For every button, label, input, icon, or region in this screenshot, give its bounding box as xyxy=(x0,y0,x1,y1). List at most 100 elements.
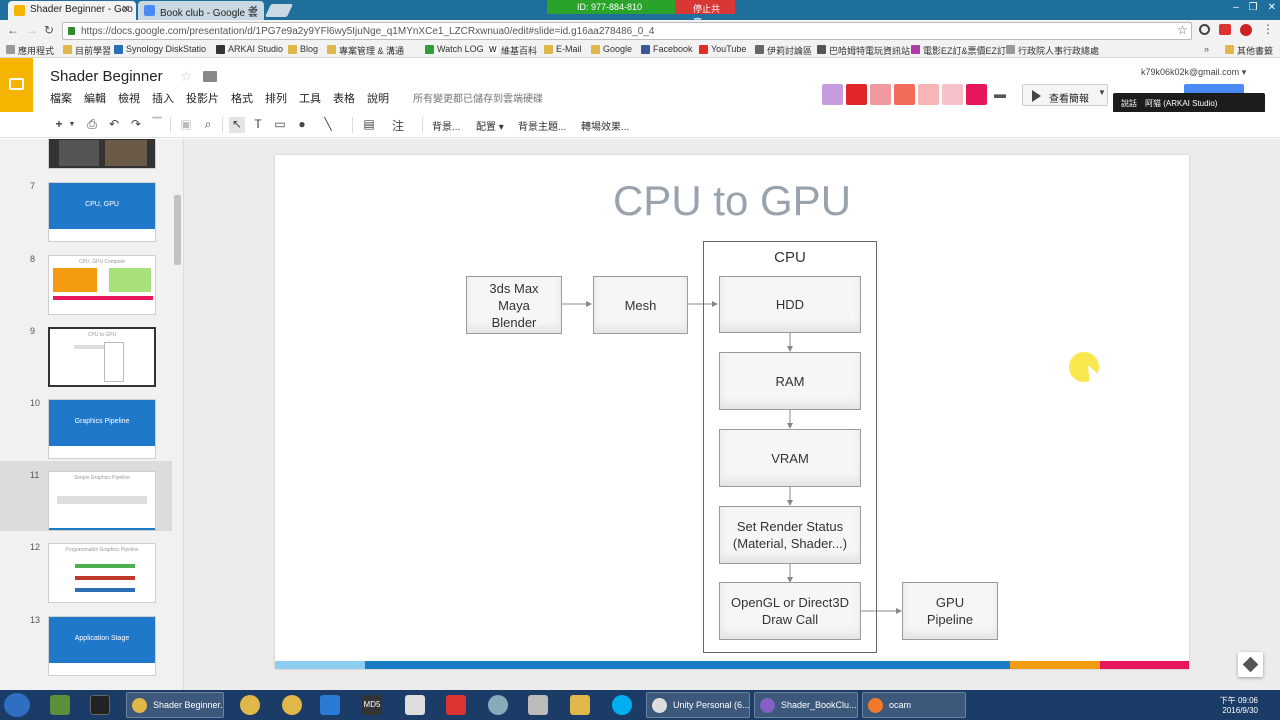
md5-icon[interactable]: MD5 xyxy=(362,695,382,715)
chrome-menu-icon[interactable]: ⋮ xyxy=(1262,22,1274,36)
windows-start-icon[interactable] xyxy=(4,693,30,717)
bookmark-item[interactable]: Synology DiskStatio xyxy=(114,44,206,54)
chevron-down-icon[interactable]: ▼ xyxy=(1098,88,1106,97)
slide-thumbnail[interactable]: Application Stage xyxy=(48,616,156,676)
tab-shader-beginner[interactable]: Shader Beginner - Goo ✕ xyxy=(8,1,136,20)
slide-canvas[interactable]: CPU to GPU CPU 3ds Max Maya Blender Mesh… xyxy=(275,155,1189,669)
document-title[interactable]: Shader Beginner xyxy=(50,68,163,85)
url-input[interactable]: https://docs.google.com/presentation/d/1… xyxy=(62,22,1192,40)
node-vram[interactable]: VRAM xyxy=(719,429,861,487)
taskbar-app-unity[interactable]: Unity Personal (6... xyxy=(646,692,750,718)
bird-icon[interactable] xyxy=(870,84,891,105)
bookmark-item[interactable]: 目前學習 xyxy=(63,44,111,57)
menu-help[interactable]: 說明 xyxy=(367,93,389,105)
node-draw-call[interactable]: OpenGL or Direct3D Draw Call xyxy=(719,582,861,640)
bookmark-item[interactable]: YouTube xyxy=(699,44,746,54)
zoom-fit-icon[interactable]: ▣ xyxy=(180,117,192,131)
reload-icon[interactable]: ↻ xyxy=(44,23,55,37)
bookmark-item[interactable]: Blog xyxy=(288,44,318,54)
skype-icon[interactable] xyxy=(612,695,632,715)
menu-view[interactable]: 檢視 xyxy=(118,93,140,105)
folder-icon[interactable] xyxy=(570,695,590,715)
taskbar-app-chrome[interactable]: Shader Beginner... xyxy=(126,692,224,718)
menu-format[interactable]: 格式 xyxy=(231,93,253,105)
slide-thumbnail[interactable]: Simple Graphics Pipeline xyxy=(48,471,156,531)
new-tab-button[interactable] xyxy=(264,4,294,17)
bookmark-item[interactable]: Google xyxy=(591,44,632,54)
undo-icon[interactable]: ↶ xyxy=(108,117,120,131)
extension-icon[interactable] xyxy=(1199,24,1210,35)
slides-logo[interactable] xyxy=(0,58,33,112)
folder-icon[interactable] xyxy=(203,71,217,82)
line-icon[interactable]: ╲ xyxy=(324,117,332,131)
bookmark-item[interactable]: 應用程式 xyxy=(6,44,54,57)
menu-arrange[interactable]: 排列 xyxy=(265,93,287,105)
unicorn-icon[interactable] xyxy=(822,84,843,105)
menu-table[interactable]: 表格 xyxy=(333,93,355,105)
background-button[interactable]: 背景... xyxy=(432,122,461,133)
menu-insert[interactable]: 插入 xyxy=(152,93,174,105)
close-window-icon[interactable]: ✕ xyxy=(1267,2,1276,13)
present-button[interactable]: 查看簡報 xyxy=(1022,84,1108,106)
print-icon[interactable]: ⎙ xyxy=(87,117,97,131)
notepad-icon[interactable] xyxy=(405,695,425,715)
layout-button[interactable]: 配置 ▾ xyxy=(476,122,504,133)
comment-icon[interactable]: ▤ xyxy=(363,117,375,131)
back-arrow-icon[interactable]: ← xyxy=(7,23,19,37)
node-mesh[interactable]: Mesh xyxy=(593,276,688,334)
bookmark-item[interactable]: 伊莉討論區 xyxy=(755,44,812,57)
bookmark-item[interactable]: Watch LOG xyxy=(425,44,484,54)
bookmark-item[interactable]: 巴哈姆特電玩資訊站 xyxy=(817,44,910,57)
redo-icon[interactable]: ↷ xyxy=(130,117,142,131)
paint-format-icon[interactable]: ▔ xyxy=(152,117,162,131)
cpu-label[interactable]: CPU xyxy=(774,249,806,266)
app-red-icon[interactable] xyxy=(446,695,466,715)
bookmark-item[interactable]: 電影EZ訂&票價EZ訂 xyxy=(911,44,1006,57)
shape-icon[interactable]: ● xyxy=(298,117,306,131)
menu-edit[interactable]: 編輯 xyxy=(84,93,106,105)
bookmark-item[interactable]: ARKAI Studio xyxy=(216,44,283,54)
slide-thumbnail[interactable] xyxy=(48,139,156,169)
system-clock[interactable]: 下午 09:06 2016/9/30 xyxy=(1219,696,1258,715)
plane-icon[interactable] xyxy=(942,84,963,105)
chevron-down-icon[interactable]: ▼ xyxy=(68,121,76,128)
terminal-icon[interactable] xyxy=(90,695,110,715)
text-box-icon[interactable]: T xyxy=(254,117,262,131)
filmstrip-scrollbar[interactable] xyxy=(174,195,181,265)
select-tool-icon[interactable]: ↖ xyxy=(229,117,245,133)
slide-title[interactable]: CPU to GPU xyxy=(612,177,852,224)
paint-icon[interactable] xyxy=(488,695,508,715)
chrome-icon[interactable] xyxy=(240,695,260,715)
slide-thumbnail[interactable]: Programmable Graphics Pipeline xyxy=(48,543,156,603)
more-bookmarks-icon[interactable]: » xyxy=(1204,44,1210,54)
close-icon[interactable]: ✕ xyxy=(249,4,258,15)
minimize-icon[interactable]: – xyxy=(1233,2,1239,13)
stop-share-button[interactable]: 停止共享 xyxy=(675,0,735,27)
bookmark-star-icon[interactable]: ☆ xyxy=(1177,23,1188,37)
node-ram[interactable]: RAM xyxy=(719,352,861,410)
new-slide-icon[interactable]: + xyxy=(55,117,63,131)
menu-tools[interactable]: 工具 xyxy=(299,93,321,105)
star-icon[interactable]: ☆ xyxy=(180,68,193,84)
transition-button[interactable]: 轉場效果... xyxy=(581,122,630,133)
explorer-icon[interactable] xyxy=(50,695,70,715)
cpu-frame[interactable] xyxy=(703,241,877,653)
taskbar-app-visual-studio[interactable]: Shader_BookClu... xyxy=(754,692,858,718)
slide-thumbnail[interactable]: CPU, GPU Compare xyxy=(48,255,156,315)
close-icon[interactable]: ✕ xyxy=(121,4,130,15)
fox-icon[interactable] xyxy=(846,84,867,105)
bookmark-item[interactable]: 行政院人事行政總處 xyxy=(1006,44,1099,57)
slide-thumbnail[interactable]: Graphics Pipeline xyxy=(48,399,156,459)
slide-thumbnail-selected[interactable]: CPU to GPU xyxy=(48,327,156,387)
theme-button[interactable]: 背景主題... xyxy=(518,122,567,133)
comments-icon[interactable]: ▬ xyxy=(994,87,1006,101)
bookmark-item[interactable]: 其他書籤 xyxy=(1225,44,1273,57)
bookmark-item[interactable]: E-Mail xyxy=(544,44,582,54)
node-render-status[interactable]: Set Render Status (Material, Shader...) xyxy=(719,506,861,564)
explore-button[interactable] xyxy=(1238,652,1263,677)
forward-arrow-icon[interactable]: → xyxy=(26,23,38,37)
note-icon[interactable]: 注 xyxy=(391,119,404,133)
taskbar-app-ocam[interactable]: ocam xyxy=(862,692,966,718)
chrome-icon[interactable] xyxy=(282,695,302,715)
